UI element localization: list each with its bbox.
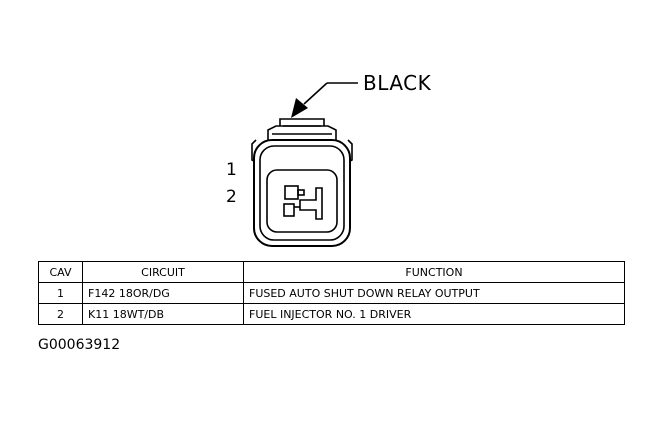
table-header-row: CAV CIRCUIT FUNCTION	[38, 261, 625, 283]
cell-circuit: K11 18WT/DB	[82, 303, 244, 325]
header-circuit: CIRCUIT	[82, 261, 244, 283]
figure-id: G00063912	[38, 337, 121, 353]
cavity-2-terminal	[283, 203, 300, 217]
cell-function: FUEL INJECTOR NO. 1 DRIVER	[243, 303, 625, 325]
callout-arrowhead	[291, 98, 308, 118]
connector-housing-inner	[259, 145, 345, 241]
connector-housing	[253, 139, 351, 247]
connector-color-label: BLACK	[363, 71, 432, 95]
header-function: FUNCTION	[243, 261, 625, 283]
callout-leader	[303, 82, 358, 105]
connector-latch	[267, 118, 337, 140]
pinout-table: CAV CIRCUIT FUNCTION 1 F142 18OR/DG FUSE…	[38, 261, 625, 325]
cell-cav: 2	[38, 303, 83, 325]
connector-cavity-area	[266, 169, 338, 233]
cell-cav: 1	[38, 282, 83, 304]
cavity-1-terminal	[284, 185, 305, 200]
cavity-number-2: 2	[226, 187, 237, 207]
table-row: 1 F142 18OR/DG FUSED AUTO SHUT DOWN RELA…	[38, 282, 625, 304]
header-cav: CAV	[38, 261, 83, 283]
cavity-number-1: 1	[226, 160, 237, 180]
terminal-key	[299, 187, 323, 220]
cell-function: FUSED AUTO SHUT DOWN RELAY OUTPUT	[243, 282, 625, 304]
table-row: 2 K11 18WT/DB FUEL INJECTOR NO. 1 DRIVER	[38, 303, 625, 325]
connector-diagram	[251, 82, 358, 247]
cell-circuit: F142 18OR/DG	[82, 282, 244, 304]
